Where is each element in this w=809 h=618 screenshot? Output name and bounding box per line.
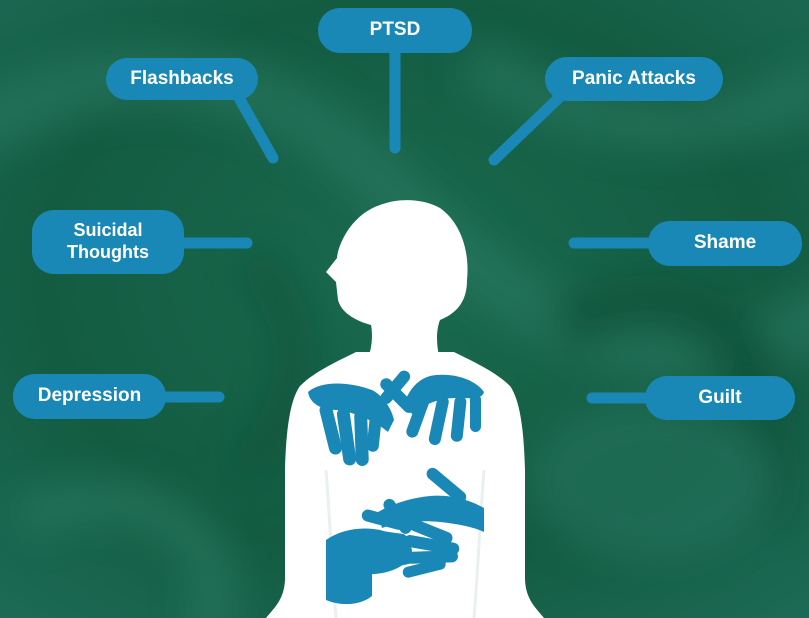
torso [266, 352, 544, 618]
label-ptsd: PTSD [318, 8, 472, 53]
label-flashbacks-text: Flashbacks [130, 68, 234, 91]
label-suicidal-thoughts: Suicidal Thoughts [32, 210, 184, 274]
label-shame: Shame [648, 221, 802, 266]
label-shame-text: Shame [694, 232, 756, 255]
label-panic-attacks-text: Panic Attacks [572, 68, 696, 91]
label-panic-attacks: Panic Attacks [545, 57, 723, 101]
label-depression: Depression [13, 374, 166, 419]
label-suicidal-thoughts-text: Suicidal Thoughts [53, 220, 163, 263]
label-flashbacks: Flashbacks [106, 58, 258, 100]
label-guilt: Guilt [645, 376, 795, 420]
label-depression-text: Depression [38, 385, 141, 408]
label-guilt-text: Guilt [698, 387, 741, 410]
label-ptsd-text: PTSD [370, 19, 421, 42]
